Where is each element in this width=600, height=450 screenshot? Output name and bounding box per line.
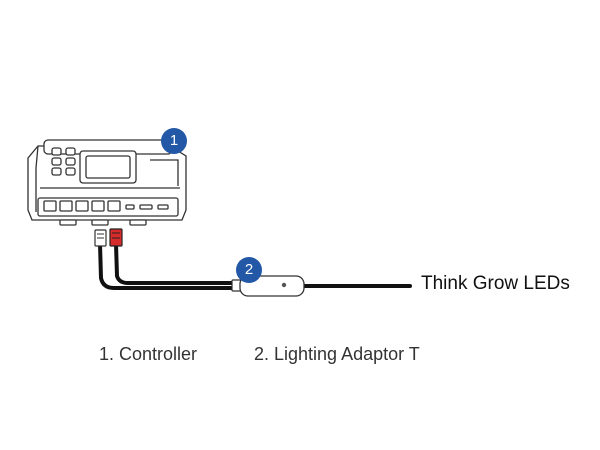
- legend-adaptor: 2. Lighting Adaptor T: [254, 344, 420, 364]
- callout-badge-controller: 1: [161, 128, 187, 154]
- red-plug-icon: [109, 228, 123, 247]
- lighting-adaptor-icon: [231, 275, 305, 297]
- cable-red-plug: [114, 242, 240, 285]
- cable-white-plug: [98, 242, 240, 290]
- white-plug-icon: [94, 229, 107, 247]
- leds-label: Think Grow LEDs: [421, 273, 570, 294]
- callout-badge-adaptor: 2: [236, 257, 262, 283]
- legend-controller: 1. Controller: [99, 344, 198, 364]
- controller-device-icon: [27, 139, 187, 226]
